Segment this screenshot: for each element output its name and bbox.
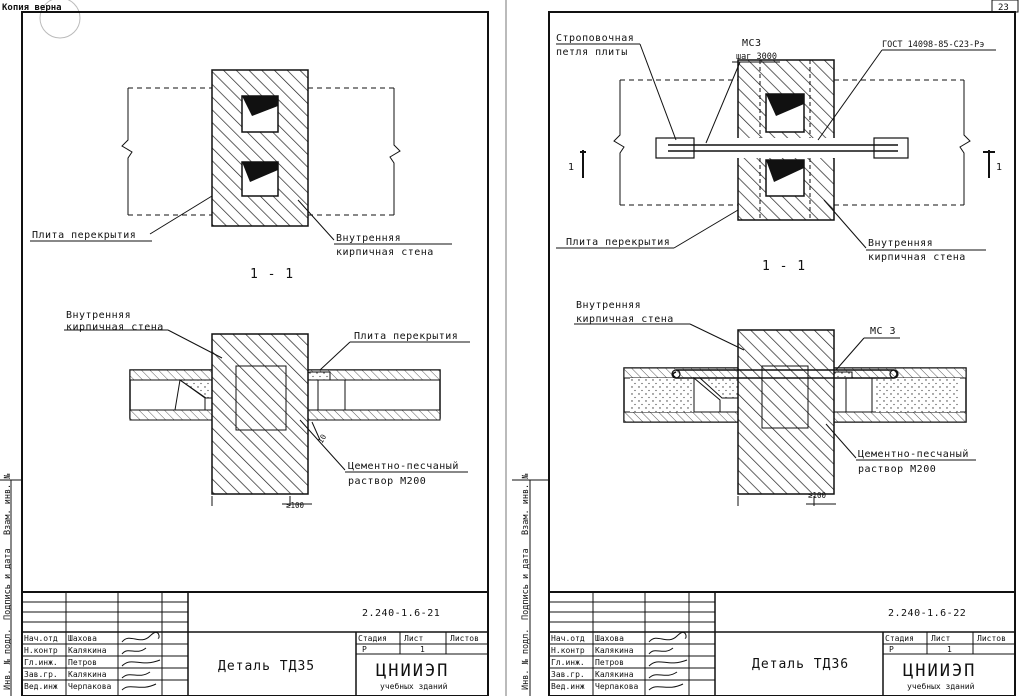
left-role-0: Нач.отд — [24, 634, 58, 643]
right-sheet-header: Лист — [931, 634, 950, 643]
right-name-3: Калякина — [595, 670, 634, 679]
left-role-4: Вед.инж — [24, 682, 58, 691]
left-role-2: Гл.инж. — [24, 658, 58, 667]
right-title: Деталь ТД36 — [752, 657, 849, 672]
right-section-wall-label-1: Внутренняя — [576, 300, 641, 311]
right-org-sub: учебных зданий — [907, 681, 975, 691]
right-stage-value: Р — [889, 645, 894, 654]
right-plan-view: 1 1 Строповочная петля плиты МС3 шаг 300… — [556, 33, 1003, 263]
right-name-2: Петров — [595, 658, 624, 667]
left-section-slab-label: Плита перекрытия — [354, 331, 458, 342]
right-plan-wall-label-1: Внутренняя — [868, 238, 933, 249]
right-plan-loop-left — [655, 137, 695, 159]
side-label-replace: Взам. инв. № — [3, 474, 13, 535]
left-sheets-header: Листов — [450, 634, 479, 643]
left-name-1: Калякина — [68, 646, 107, 655]
right-sheet-value: 1 — [947, 645, 952, 654]
right-org-name: ЦНИИЭП — [903, 661, 976, 681]
left-plan-view: Плита перекрытия Внутренняя кирпичная ст… — [30, 69, 452, 258]
right-section-mark: 1 - 1 — [762, 259, 806, 274]
left-mortar-label-2: раствор М200 — [348, 476, 426, 487]
right-role-1: Н.контр — [551, 646, 585, 655]
right-role-0: Нач.отд — [551, 634, 585, 643]
right-drawing-code: 2.240-1.6-22 — [888, 608, 966, 619]
left-sheet-value: 1 — [420, 645, 425, 654]
right-gost-label: ГОСТ 14098-85-С23-Рэ — [882, 40, 984, 50]
left-name-0: Шахова — [68, 634, 97, 643]
left-section-wall-label-1: Внутренняя — [66, 310, 131, 321]
right-mortar-label-1: Цементно-песчаный — [858, 448, 969, 460]
left-mortar-label-1: Цементно-песчаный — [348, 460, 459, 472]
right-dim-bearing: ≥100 — [808, 491, 827, 500]
right-name-1: Калякина — [595, 646, 634, 655]
left-title: Деталь ТД35 — [218, 659, 315, 674]
right-role-4: Вед.инж — [551, 682, 585, 691]
left-plan-wall-label-1: Внутренняя — [336, 233, 401, 244]
right-loop-label-2: петля плиты — [556, 47, 628, 58]
left-title-block: 2.240-1.6-21 Нач.отд Н.контр Гл.инж. Зав… — [22, 591, 488, 696]
copy-stamp: Копия верна — [2, 0, 81, 39]
left-name-2: Петров — [68, 658, 97, 667]
left-name-3: Калякина — [68, 670, 107, 679]
right-loop-label-1: Строповочная — [556, 33, 634, 44]
left-section-view: ≥100 10 Внутренняя кирпичная стена Плита… — [64, 310, 470, 510]
left-dim-bearing: ≥100 — [286, 501, 305, 510]
corner-sheet-number: 23 — [998, 3, 1009, 13]
right-ms-label: МС3 — [742, 38, 762, 49]
left-org-name: ЦНИИЭП — [376, 661, 449, 681]
right-sheet-frame: 23 — [505, 0, 1019, 696]
side-label-sign-right: Подпись и дата — [521, 548, 531, 620]
right-role-2: Гл.инж. — [551, 658, 585, 667]
right-plan-wall-label-2: кирпичная стена — [868, 252, 966, 263]
left-sheet-frame — [0, 11, 489, 696]
right-plan-section-right: 1 — [996, 162, 1003, 173]
left-sheet-header: Лист — [404, 634, 423, 643]
left-stage-value: Р — [362, 645, 367, 654]
right-name-0: Шахова — [595, 634, 624, 643]
right-section-view: ≥100 Внутренняя кирпичная стена МС 3 Цем… — [574, 300, 976, 506]
side-label-sign: Подпись и дата — [3, 548, 13, 620]
left-stage-header: Стадия — [358, 634, 387, 643]
right-sheets-header: Листов — [977, 634, 1006, 643]
left-plan-wall — [211, 69, 309, 227]
side-label-inv-right: Инв. № подл. — [521, 629, 531, 690]
left-name-4: Черпакова — [68, 682, 112, 691]
left-section-mark: 1 - 1 — [250, 267, 294, 282]
right-side-strip: Инв. № подл. Подпись и дата Взам. инв. № — [521, 474, 531, 690]
right-plan-section-left: 1 — [568, 162, 575, 173]
side-label-replace-right: Взам. инв. № — [521, 474, 531, 535]
right-ms-section-label: МС 3 — [870, 326, 896, 337]
right-title-block: 2.240-1.6-22 Нач.отд Н.контр Гл.инж. Зав… — [549, 591, 1015, 696]
left-role-1: Н.контр — [24, 646, 58, 655]
right-section-wall-label-2: кирпичная стена — [576, 314, 674, 325]
left-side-strip: Инв. № подл. Подпись и дата Взам. инв. № — [3, 474, 13, 690]
right-plan-slab-label: Плита перекрытия — [566, 237, 670, 248]
left-org-sub: учебных зданий — [380, 681, 448, 691]
left-role-3: Зав.гр. — [24, 670, 58, 679]
right-mortar-label-2: раствор М200 — [858, 464, 936, 475]
left-drawing-code: 2.240-1.6-21 — [362, 608, 440, 619]
right-plan-loop-right — [873, 137, 909, 159]
right-ms-step-label: шаг 3000 — [736, 52, 777, 62]
left-section-wall-label-2: кирпичная стена — [66, 322, 164, 333]
right-stage-header: Стадия — [885, 634, 914, 643]
left-plan-slab-label: Плита перекрытия — [32, 230, 136, 241]
right-role-3: Зав.гр. — [551, 670, 585, 679]
right-name-4: Черпакова — [595, 682, 639, 691]
left-plan-wall-label-2: кирпичная стена — [336, 247, 434, 258]
stamp-text: Копия верна — [2, 3, 62, 13]
side-label-inv: Инв. № подл. — [3, 629, 13, 690]
